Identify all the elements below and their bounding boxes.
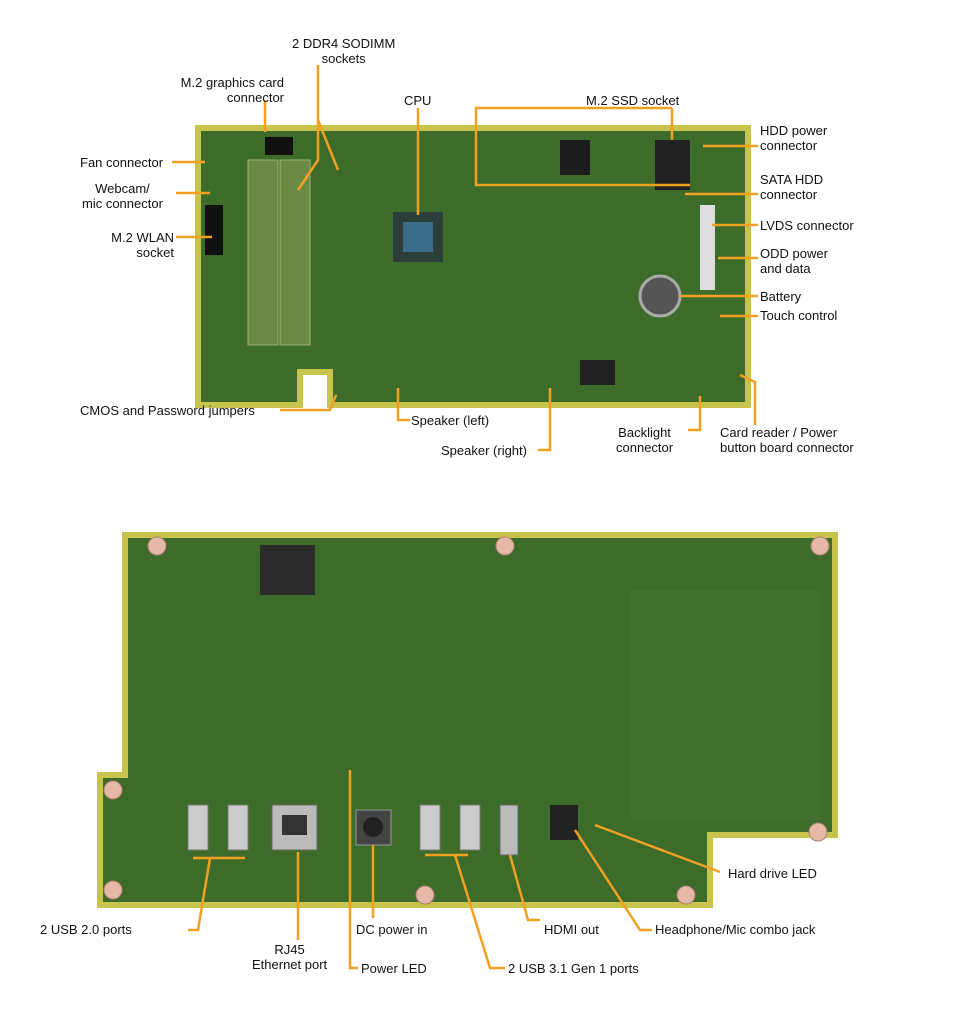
label-cpu: CPU [404, 93, 432, 108]
bottom-board-rear [97, 532, 838, 908]
label-speaker-right: Speaker (right) [441, 443, 527, 458]
label-hard-drive-led: Hard drive LED [728, 866, 817, 881]
label-m2-ssd-socket: M.2 SSD socket [586, 93, 680, 108]
label-odd-power-data: ODD power and data [760, 246, 828, 276]
label-card-reader-connector: Card reader / Power button board connect… [720, 425, 854, 455]
label-rj45-port: RJ45 Ethernet port [252, 942, 328, 972]
label-fan-connector: Fan connector [80, 155, 164, 170]
label-battery: Battery [760, 289, 802, 304]
label-dc-power-in: DC power in [356, 922, 428, 937]
label-lvds-connector: LVDS connector [760, 218, 854, 233]
label-usb31-ports: 2 USB 3.1 Gen 1 ports [508, 961, 639, 976]
label-hdd-power-connector: HDD power connector [760, 123, 828, 153]
label-touch-control: Touch control [760, 308, 838, 323]
label-m2-wlan-socket: M.2 WLAN socket [111, 230, 174, 260]
label-cmos-jumpers: CMOS and Password jumpers [80, 403, 255, 418]
label-ddr4-sockets: 2 DDR4 SODIMM sockets [292, 36, 396, 66]
label-backlight-connector: Backlight connector [616, 425, 674, 455]
callout-lines [172, 65, 758, 970]
top-board-front [195, 125, 751, 408]
label-speaker-left: Speaker (left) [411, 413, 490, 428]
label-headphone-jack: Headphone/Mic combo jack [655, 922, 816, 937]
label-m2-graphics-connector: M.2 graphics card connector [180, 75, 284, 105]
label-sata-hdd-connector: SATA HDD connector [760, 172, 824, 202]
label-webcam-mic-connector: Webcam/ mic connector [82, 181, 163, 211]
label-power-led: Power LED [361, 961, 427, 976]
label-hdmi-out: HDMI out [544, 922, 599, 937]
label-usb20-ports: 2 USB 2.0 ports [40, 922, 132, 937]
